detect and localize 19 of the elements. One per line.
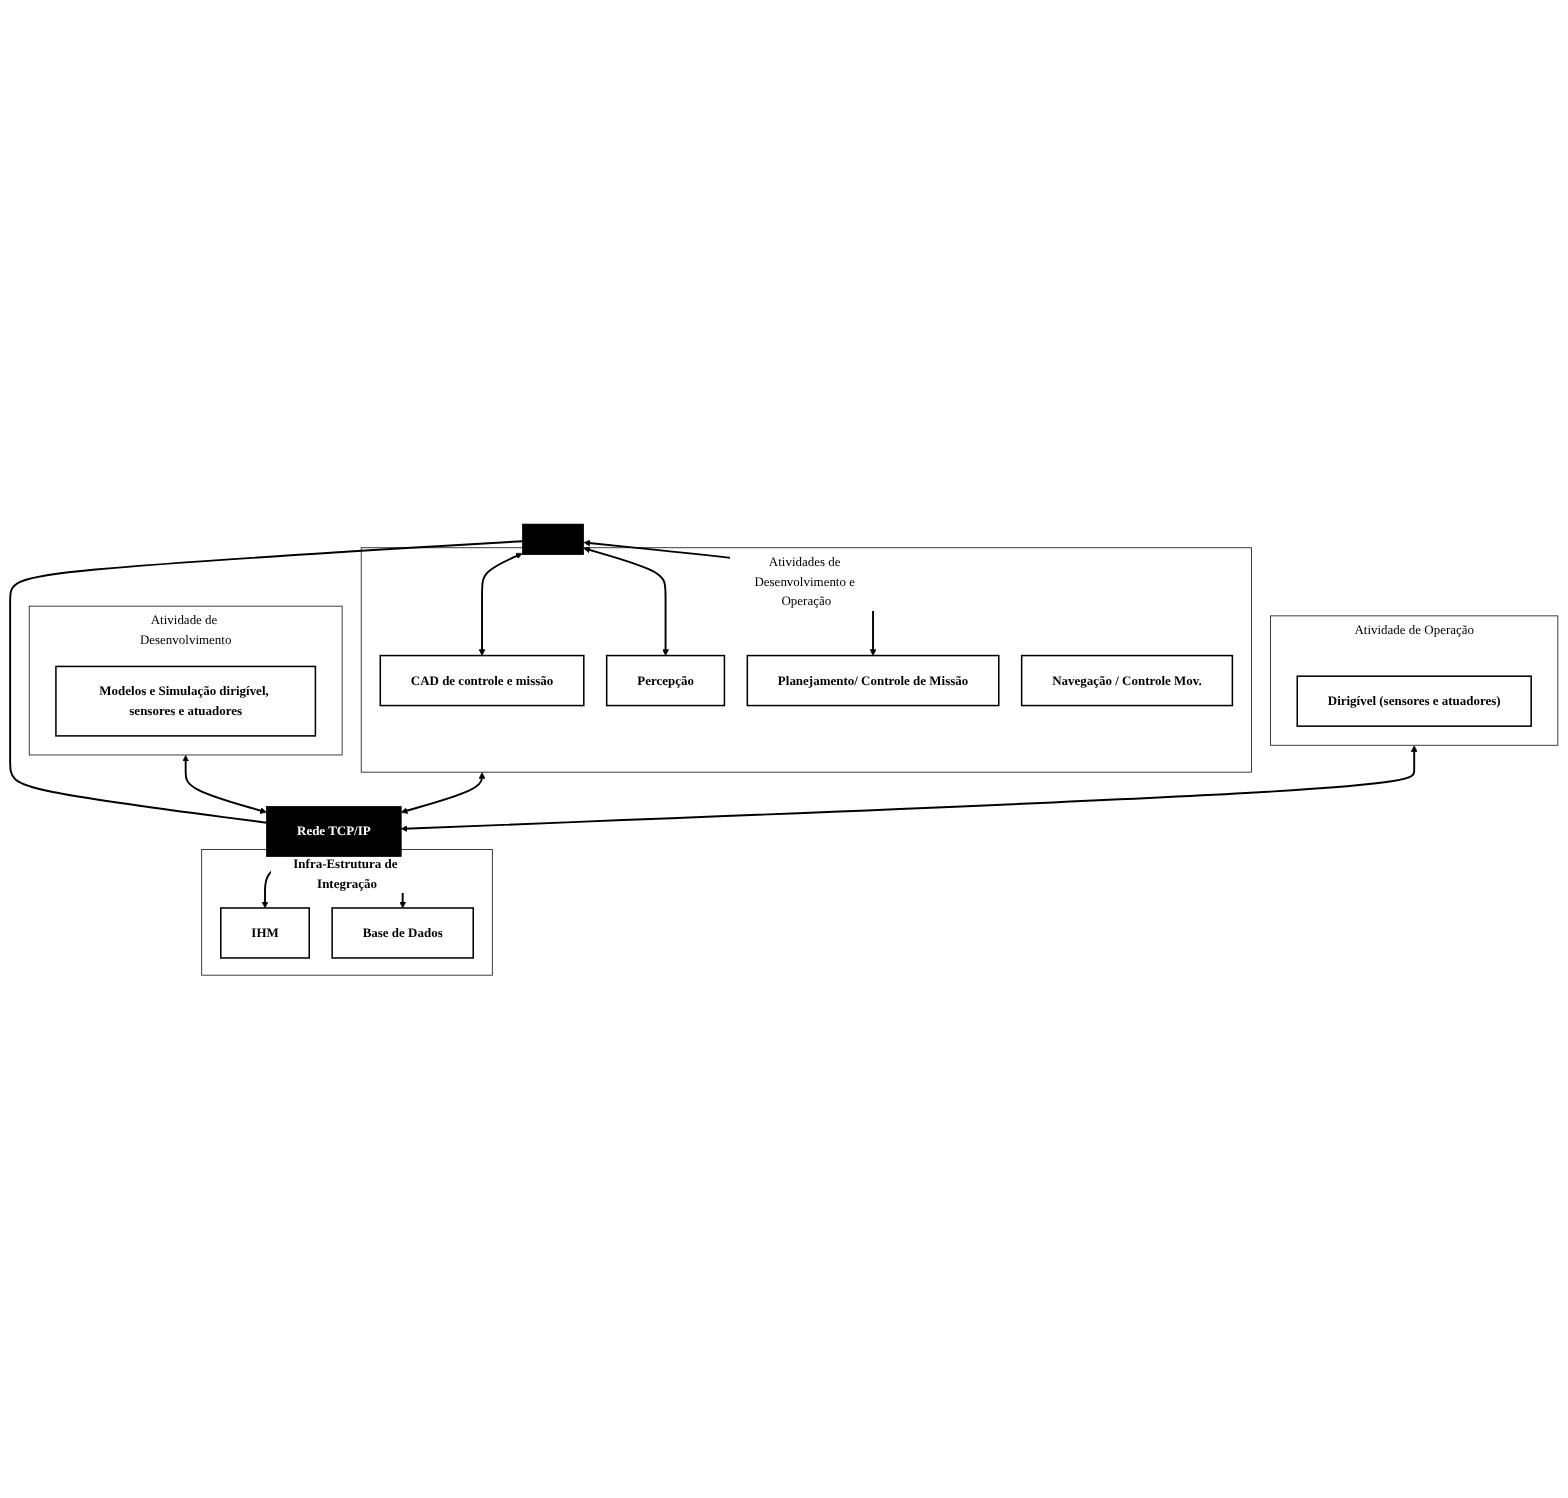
- node-box: [266, 805, 402, 857]
- node-box: [379, 654, 585, 706]
- node-box: [746, 654, 1000, 706]
- arrow: [400, 771, 486, 814]
- node-box: [1020, 654, 1234, 706]
- arrow: [478, 552, 523, 656]
- node-box: [220, 906, 310, 959]
- connector: [9, 539, 524, 824]
- arrow: [583, 546, 669, 656]
- node-bar: [522, 523, 584, 555]
- node-box: [331, 906, 474, 959]
- cluster: [28, 605, 343, 755]
- arrow: [182, 754, 267, 814]
- node-box: [605, 654, 726, 706]
- node-box: [55, 665, 317, 737]
- cluster: [1270, 614, 1559, 745]
- cluster: [201, 848, 493, 975]
- arrow: [400, 744, 1418, 832]
- node-box: [1296, 674, 1532, 727]
